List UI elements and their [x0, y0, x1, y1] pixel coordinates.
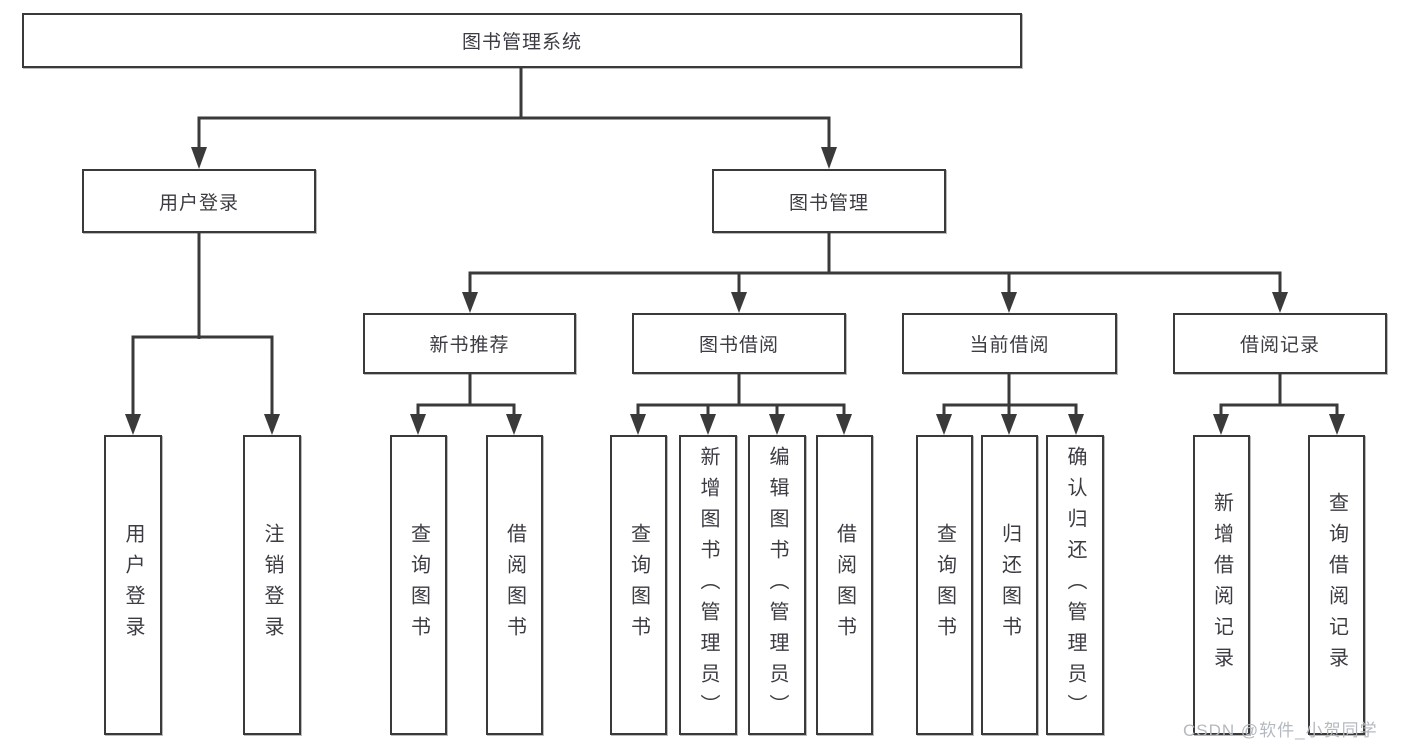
- node-leaf-add-books-admin: 新增图书（管理员）: [679, 435, 737, 735]
- arrow-down-icon: [1272, 292, 1288, 313]
- node-root-system: 图书管理系统: [22, 13, 1022, 68]
- root-connector: [191, 68, 837, 169]
- arrow-down-icon: [191, 147, 207, 169]
- arrow-down-icon: [264, 414, 280, 435]
- arrow-down-icon: [836, 414, 852, 435]
- node-leaf-edit-books-admin: 编辑图书（管理员）: [748, 435, 806, 735]
- node-leaf-confirm-return-admin: 确认归还（管理员）: [1046, 435, 1104, 735]
- node-current-borrowing: 当前借阅: [902, 313, 1117, 374]
- records-branch-connector: [1213, 374, 1345, 435]
- node-user-login: 用户登录: [82, 169, 316, 233]
- book-mgmt-branch-connector: [462, 233, 1288, 313]
- node-leaf-borrow-books-recommend: 借阅图书: [486, 435, 543, 735]
- node-leaf-query-books-recommend: 查询图书: [390, 435, 447, 735]
- node-leaf-add-borrow-record: 新增借阅记录: [1193, 435, 1250, 735]
- arrow-down-icon: [462, 292, 478, 313]
- node-leaf-user-login: 用户登录: [104, 435, 162, 735]
- arrow-down-icon: [506, 414, 522, 435]
- node-leaf-borrow-books: 借阅图书: [816, 435, 873, 735]
- current-branch-connector: [936, 374, 1084, 435]
- arrow-down-icon: [700, 414, 716, 435]
- node-new-book-recommend: 新书推荐: [363, 313, 576, 374]
- node-leaf-query-books-borrow: 查询图书: [610, 435, 667, 735]
- node-leaf-query-borrow-record: 查询借阅记录: [1308, 435, 1365, 735]
- arrow-down-icon: [1001, 292, 1017, 313]
- borrow-branch-connector: [630, 374, 852, 435]
- node-borrowing-records: 借阅记录: [1173, 313, 1387, 374]
- user-login-branch-connector: [125, 233, 280, 435]
- node-leaf-return-books: 归还图书: [981, 435, 1038, 735]
- arrow-down-icon: [936, 414, 952, 435]
- arrow-down-icon: [125, 414, 141, 435]
- arrow-down-icon: [410, 414, 426, 435]
- arrow-down-icon: [769, 414, 785, 435]
- node-book-borrowing: 图书借阅: [632, 313, 846, 374]
- node-book-management: 图书管理: [712, 169, 946, 233]
- arrow-down-icon: [1001, 414, 1017, 435]
- node-leaf-logout: 注销登录: [243, 435, 301, 735]
- arrow-down-icon: [731, 292, 747, 313]
- arrow-down-icon: [1068, 414, 1084, 435]
- node-leaf-query-books-current: 查询图书: [916, 435, 973, 735]
- arrow-down-icon: [1329, 414, 1345, 435]
- arrow-down-icon: [630, 414, 646, 435]
- arrow-down-icon: [821, 147, 837, 169]
- csdn-watermark: CSDN @软件_小贺同学: [1183, 721, 1378, 740]
- arrow-down-icon: [1213, 414, 1229, 435]
- new-book-branch-connector: [410, 374, 522, 435]
